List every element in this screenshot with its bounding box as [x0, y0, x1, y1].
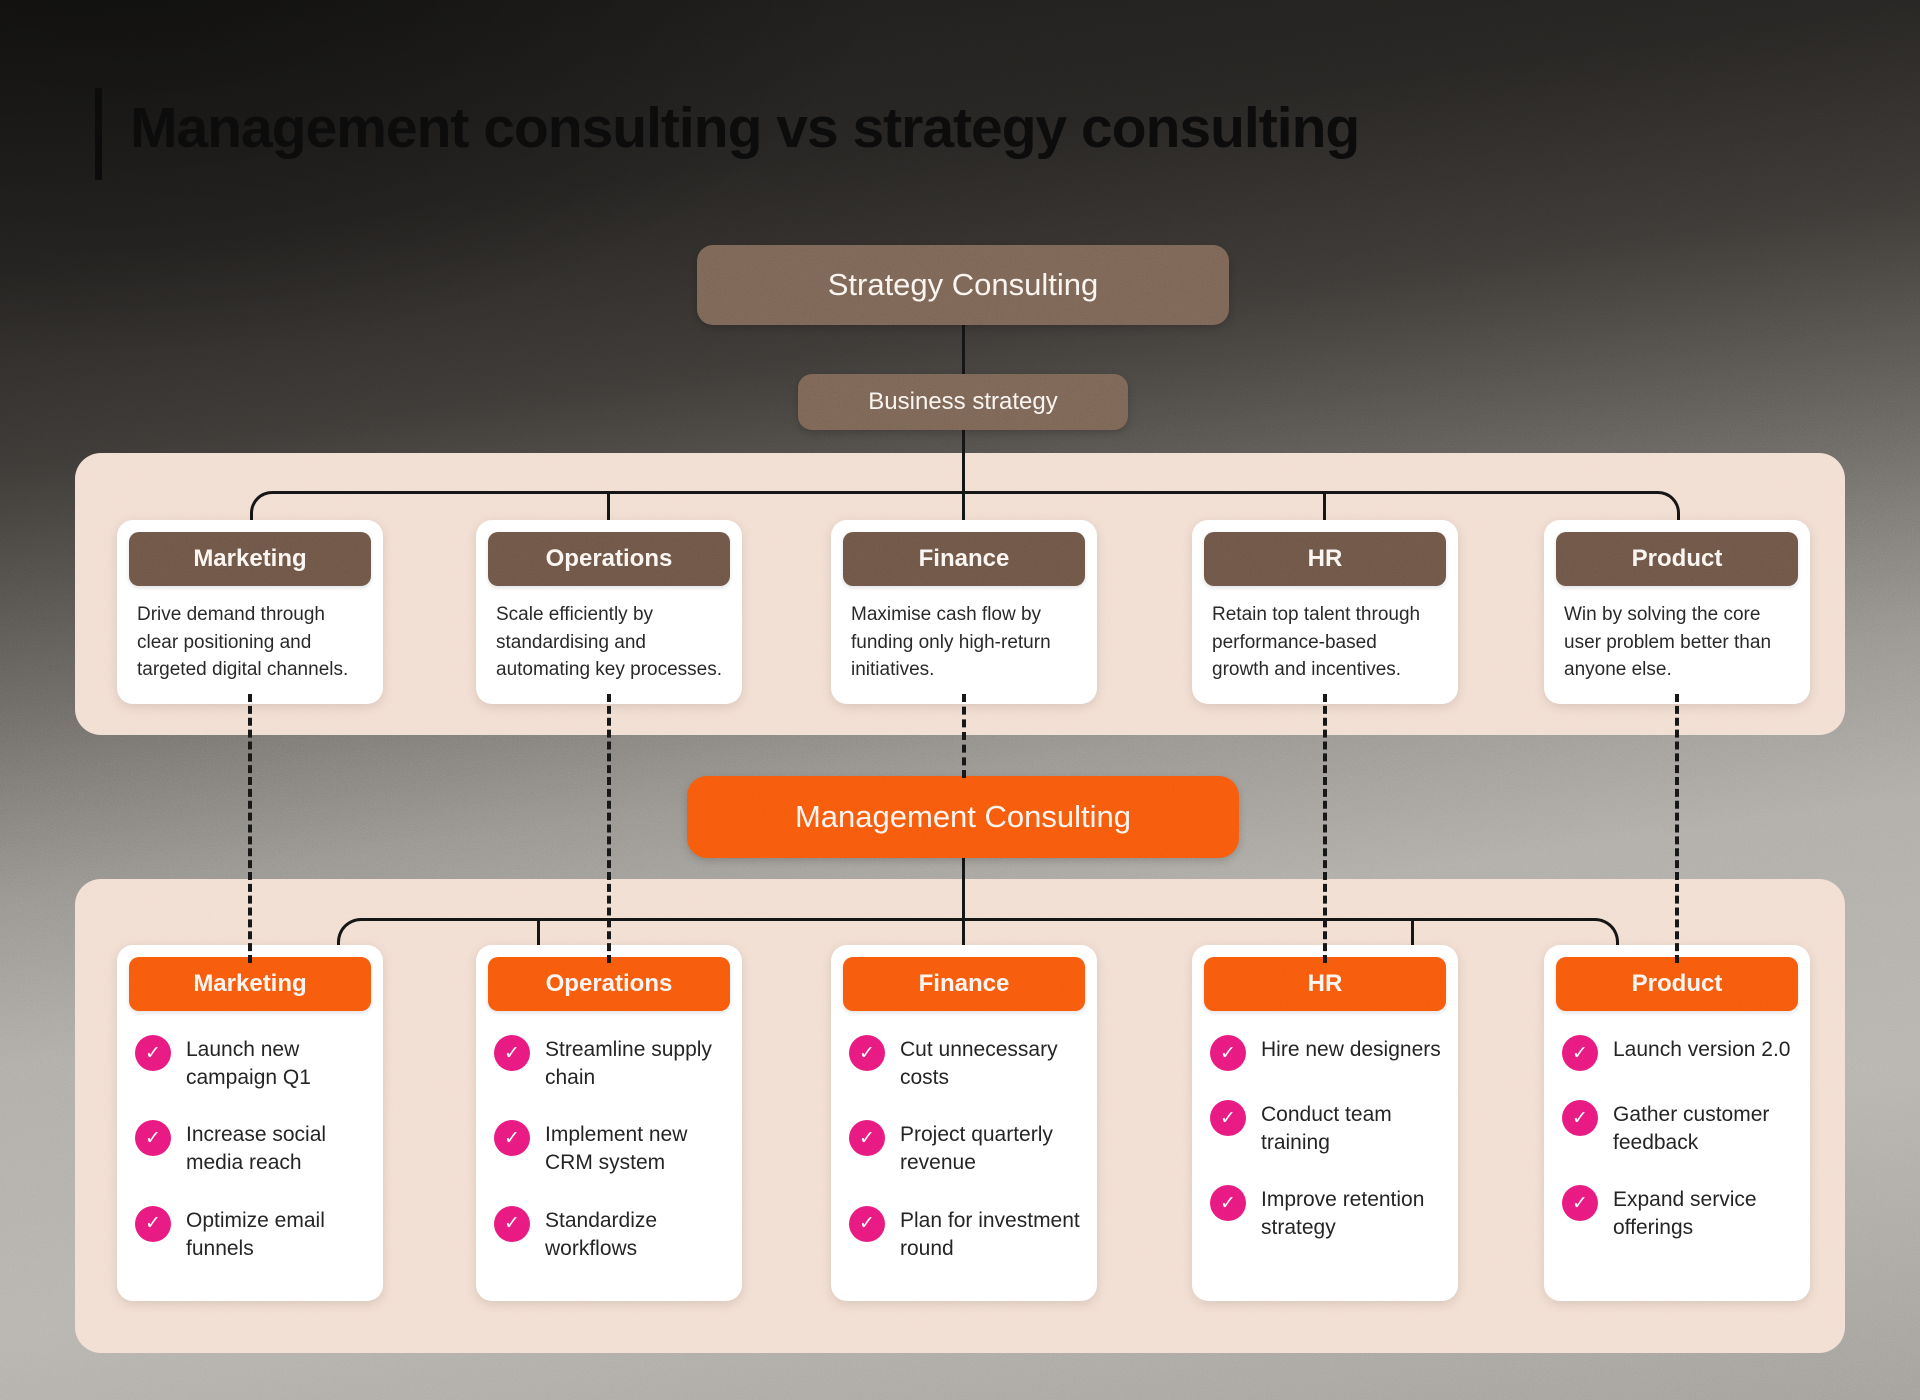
connector-bottom-drop-operations	[537, 920, 540, 948]
strategy-card-finance: Finance Maximise cash flow by funding on…	[831, 520, 1097, 704]
dotted-link-operations	[607, 694, 611, 963]
task-item: ✓ Expand service offerings	[1562, 1185, 1794, 1241]
card-header: Finance	[843, 957, 1085, 1011]
page-title: Management consulting vs strategy consul…	[130, 96, 1360, 160]
title-accent-bar	[95, 88, 102, 180]
task-label: Increase social media reach	[186, 1123, 327, 1175]
strategy-consulting-node: Strategy Consulting	[697, 245, 1229, 325]
management-card-product: Product ✓ Launch version 2.0 ✓ Gather cust…	[1544, 945, 1810, 1301]
task-item: ✓ Conduct team training	[1210, 1100, 1442, 1156]
dotted-link-hr	[1323, 694, 1327, 963]
card-header: Finance	[843, 532, 1085, 586]
task-label: Expand service offerings	[1613, 1188, 1757, 1240]
card-header: Marketing	[129, 532, 371, 586]
connector-strategy-to-business	[962, 325, 965, 374]
task-label: Streamline supply chain	[545, 1038, 712, 1089]
card-description: Retain top talent through performance-ba…	[1212, 604, 1421, 681]
task-label: Standardize workflows	[545, 1208, 658, 1260]
task-item: ✓ Project quarterly revenue	[849, 1120, 1081, 1176]
strategy-card-hr: HR Retain top talent through performance…	[1192, 520, 1458, 704]
strategy-card-marketing: Marketing Drive demand through clear pos…	[117, 520, 383, 704]
task-item: ✓ Hire new designers	[1210, 1035, 1442, 1071]
task-item: ✓ Optimize email funnels	[135, 1205, 367, 1262]
check-icon: ✓	[494, 1035, 530, 1071]
card-header: Marketing	[129, 957, 371, 1011]
task-list: ✓ Launch new campaign Q1 ✓ Increase social…	[129, 1011, 371, 1262]
task-list: ✓ Streamline supply chain ✓ Implement new …	[488, 1011, 730, 1262]
task-label: Gather customer feedback	[1613, 1103, 1770, 1154]
check-icon: ✓	[1210, 1100, 1246, 1136]
task-label: Project quarterly revenue	[900, 1123, 1053, 1175]
task-item: ✓ Cut unnecessary costs	[849, 1035, 1081, 1091]
business-strategy-node: Business strategy	[798, 374, 1128, 430]
task-list: ✓ Hire new designers ✓ Conduct team traini…	[1204, 1011, 1446, 1242]
task-item: ✓ Standardize workflows	[494, 1205, 726, 1262]
check-icon: ✓	[135, 1035, 171, 1071]
management-card-hr: HR ✓ Hire new designers ✓ Conduct team tra…	[1192, 945, 1458, 1301]
card-header: Product	[1556, 532, 1798, 586]
check-icon: ✓	[849, 1120, 885, 1157]
check-icon: ✓	[849, 1035, 885, 1071]
check-icon: ✓	[1562, 1035, 1598, 1071]
task-label: Optimize email funnels	[186, 1208, 325, 1260]
card-header: Product	[1556, 957, 1798, 1011]
task-label: Launch version 2.0	[1613, 1038, 1791, 1061]
connector-management-to-rail	[962, 858, 965, 918]
strategy-card-product: Product Win by solving the core user pro…	[1544, 520, 1810, 704]
task-label: Implement new CRM system	[545, 1123, 688, 1175]
card-header: Operations	[488, 957, 730, 1011]
connector-top-drop-operations	[607, 493, 610, 522]
check-icon: ✓	[135, 1205, 171, 1242]
business-strategy-label: Business strategy	[868, 388, 1058, 415]
card-description: Scale efficiently by standardising and a…	[496, 604, 723, 681]
dotted-link-product	[1675, 694, 1679, 963]
management-consulting-node: Management Consulting	[687, 776, 1239, 858]
strategy-card-operations: Operations Scale efficiently by standard…	[476, 520, 742, 704]
task-item: ✓ Improve retention strategy	[1210, 1185, 1442, 1241]
management-consulting-label: Management Consulting	[794, 799, 1132, 834]
card-description: Drive demand through clear positioning a…	[137, 604, 349, 681]
connector-bottom-drop-hr	[1411, 920, 1414, 948]
check-icon: ✓	[494, 1205, 530, 1242]
check-icon: ✓	[1562, 1185, 1598, 1222]
management-card-finance: Finance ✓ Cut unnecessary costs ✓ Project …	[831, 945, 1097, 1301]
card-description: Maximise cash flow by funding only high-…	[851, 604, 1051, 681]
connector-bottom-drop-finance	[962, 920, 965, 948]
task-label: Launch new campaign Q1	[186, 1038, 311, 1089]
task-label: Hire new designers	[1261, 1038, 1441, 1061]
task-label: Plan for investment round	[900, 1208, 1080, 1260]
card-description: Win by solving the core user problem bet…	[1564, 604, 1772, 681]
task-item: ✓ Streamline supply chain	[494, 1035, 726, 1091]
check-icon: ✓	[1562, 1100, 1598, 1136]
check-icon: ✓	[494, 1120, 530, 1157]
task-item: ✓ Increase social media reach	[135, 1120, 367, 1176]
task-list: ✓ Cut unnecessary costs ✓ Project quarterl…	[843, 1011, 1085, 1262]
strategy-consulting-label: Strategy Consulting	[827, 267, 1099, 302]
check-icon: ✓	[1210, 1035, 1246, 1071]
task-label: Cut unnecessary costs	[900, 1038, 1058, 1089]
task-label: Improve retention strategy	[1261, 1188, 1425, 1240]
check-icon: ✓	[1210, 1185, 1246, 1222]
task-item: ✓ Launch new campaign Q1	[135, 1035, 367, 1091]
management-card-marketing: Marketing ✓ Launch new campaign Q1 ✓ Incre…	[117, 945, 383, 1301]
dotted-link-marketing	[248, 694, 252, 963]
check-icon: ✓	[849, 1205, 885, 1242]
dotted-link-finance	[962, 694, 966, 778]
task-item: ✓ Gather customer feedback	[1562, 1100, 1794, 1156]
task-item: ✓ Launch version 2.0	[1562, 1035, 1794, 1071]
management-card-operations: Operations ✓ Streamline supply chain ✓ Imp…	[476, 945, 742, 1301]
card-header: HR	[1204, 532, 1446, 586]
task-item: ✓ Plan for investment round	[849, 1205, 1081, 1262]
check-icon: ✓	[135, 1120, 171, 1157]
task-label: Conduct team training	[1261, 1103, 1392, 1154]
connector-top-drop-hr	[1323, 493, 1326, 522]
card-header: Operations	[488, 532, 730, 586]
card-header: HR	[1204, 957, 1446, 1011]
task-list: ✓ Launch version 2.0 ✓ Gather customer fee…	[1556, 1011, 1798, 1242]
task-item: ✓ Implement new CRM system	[494, 1120, 726, 1176]
